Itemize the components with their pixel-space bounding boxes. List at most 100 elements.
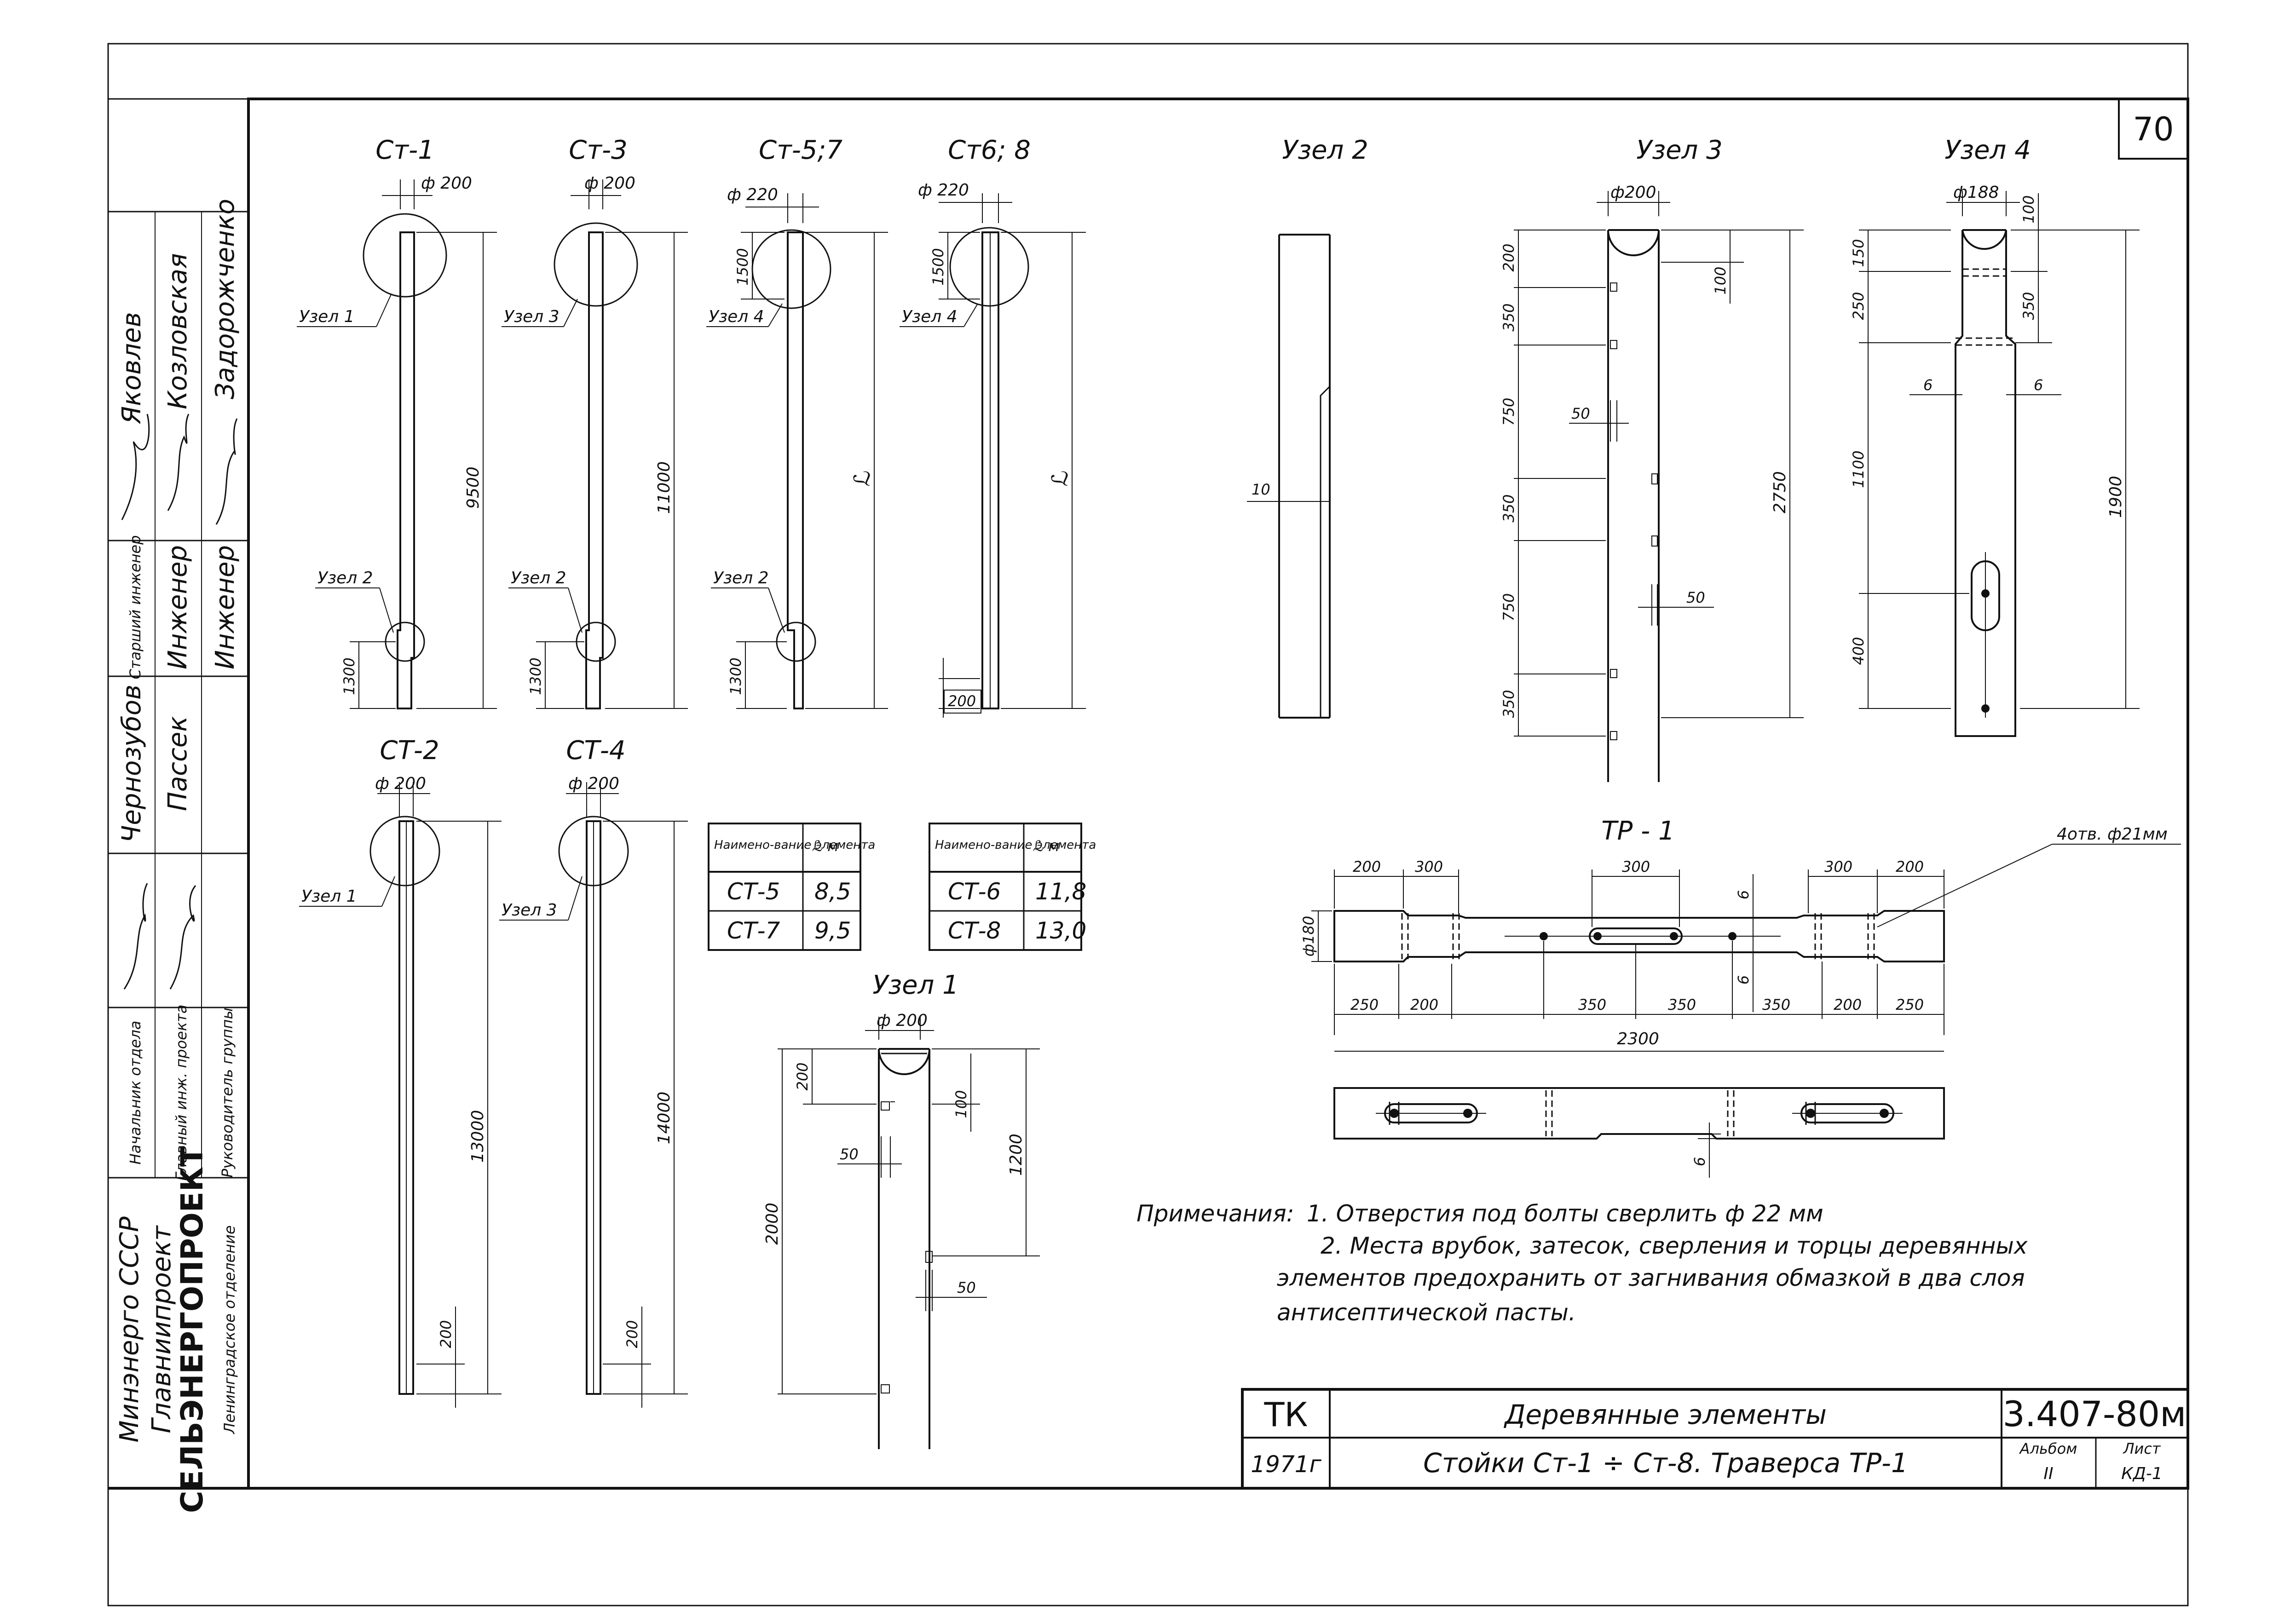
title-sub: Стойки Ст-1 ÷ Ст-8. Траверса ТР-1 <box>1423 1447 1908 1479</box>
traverse-bot-dim-200-l: 200 <box>1410 996 1438 1013</box>
node-1: Узел 1 ф 200 2000 200 100 1200 50 50 <box>763 970 1040 1449</box>
traverse-top-dim-300-r: 300 <box>1824 858 1852 875</box>
traverse-gap-top: 6 <box>1735 890 1752 899</box>
stamp-role-4: Начальник отдела <box>127 1021 144 1165</box>
node-4-dim-100: 100 <box>2020 195 2037 223</box>
node-4-title: Узел 4 <box>1944 135 2031 165</box>
traverse-bot-dim-250-r: 250 <box>1896 996 1924 1013</box>
pole-st6-8-length: ℒ <box>1047 471 1073 487</box>
title-code: ТК <box>1263 1395 1308 1434</box>
node-2-title: Узел 2 <box>1282 135 1368 165</box>
stamp-role-1: Старший инженер <box>127 535 144 679</box>
node-1-dim-50-a: 50 <box>840 1146 859 1163</box>
pole-st2-dia: ф 200 <box>375 774 426 793</box>
traverse-bot-dim-250-l: 250 <box>1350 996 1379 1013</box>
node-3-dim-750-b: 750 <box>1500 593 1517 621</box>
node-4-dia: ф188 <box>1953 183 1999 202</box>
node-2-dim: 10 <box>1252 481 1270 498</box>
traverse-title: ТР - 1 <box>1601 816 1674 846</box>
node-3-dia: ф200 <box>1610 183 1656 202</box>
node-3-dim-200: 200 <box>1500 243 1517 271</box>
pole-st1-length: 9500 <box>464 466 483 509</box>
table-2-row-2-name: СТ-8 <box>948 917 1001 944</box>
pole-st5-7-node-top: Узел 4 <box>709 307 764 326</box>
title-album-label: Альбом <box>2019 1440 2077 1457</box>
node-3-dim-50-b: 50 <box>1686 589 1705 606</box>
pole-st2: СТ-2 ф 200 Узел 1 13000 200 <box>299 736 502 1408</box>
sheet-number: 70 <box>2133 110 2174 148</box>
table-1-row-1-name: СТ-5 <box>727 878 780 905</box>
traverse-plan-gap: 6 <box>1691 1157 1708 1166</box>
traverse-top-dim-200-l: 200 <box>1353 858 1381 875</box>
stamp-role-6: Руководитель группы <box>219 1008 236 1177</box>
pole-st6-8-label: Ст6; 8 <box>948 135 1031 165</box>
stamp-name-3: Задорожченко <box>210 199 240 399</box>
length-table-1: Наимено-вание элемента ℒ м СТ-5 8,5 СТ-7… <box>708 823 875 951</box>
notes-line-2: 2. Места врубок, затесок, сверления и то… <box>1321 1232 2028 1259</box>
title-main: Деревянные элементы <box>1503 1399 1827 1430</box>
node-4-dim-1900: 1900 <box>2106 476 2125 518</box>
sheet-number-box <box>2118 98 2189 160</box>
node-1-dim-100: 100 <box>952 1090 970 1118</box>
node-1-dim-2000: 2000 <box>763 1203 782 1245</box>
traverse-front <box>1333 910 1945 962</box>
table-2-header-name: Наимено-вание элемента <box>935 838 1096 852</box>
pole-st3-length: 11000 <box>655 461 674 514</box>
notes-line-3: элементов предохранить от загнивания обм… <box>1277 1265 2025 1291</box>
pole-st2-label: СТ-2 <box>380 736 439 766</box>
traverse-tr1: ТР - 1 4отв. ф21мм 200 300 300 <box>1300 816 2181 1178</box>
pole-st6-8-bottom-dim: 200 <box>948 692 976 710</box>
table-1-header-length: ℒ м <box>812 837 838 855</box>
stamp-role-2: Инженер <box>163 545 193 669</box>
pole-st3-node-bottom: Узел 2 <box>511 569 566 587</box>
stamp-org-4: Ленинградское отделение <box>221 1225 238 1434</box>
table-1-row-2-name: СТ-7 <box>727 917 780 944</box>
pole-st3-dia: ф 200 <box>584 174 635 193</box>
signature-2 <box>167 414 190 511</box>
signature-4 <box>123 883 148 990</box>
node-3-dim-750-a: 750 <box>1500 397 1517 426</box>
title-year: 1971г <box>1251 1451 1321 1478</box>
node-3-dim-350-b: 350 <box>1500 494 1517 522</box>
traverse-bot-dim-200-r: 200 <box>1834 996 1862 1013</box>
node-4-dim-250: 250 <box>1850 292 1867 320</box>
pole-st4-bottom-dim: 200 <box>623 1320 641 1348</box>
node-1-title: Узел 1 <box>872 970 959 1000</box>
stamp-org-2: Главниипроект <box>147 1225 177 1433</box>
stamp-name-2: Козловская <box>163 253 193 409</box>
traverse-gap-bottom: 6 <box>1735 975 1752 984</box>
pole-st3-label: Ст-3 <box>569 135 628 165</box>
stamp-name-1: Яковлев <box>117 312 147 424</box>
traverse-total: 2300 <box>1617 1030 1659 1048</box>
node-3-dim-100: 100 <box>1712 266 1729 294</box>
pole-st6-8-dia: ф 220 <box>918 181 969 200</box>
traverse-top-dim-200-r: 200 <box>1896 858 1924 875</box>
pole-st5-7-dia: ф 220 <box>727 185 778 204</box>
node-1-dim-1200: 1200 <box>1007 1134 1026 1176</box>
signature-5 <box>169 885 196 990</box>
pole-st4-node-top: Узел 3 <box>502 901 557 920</box>
pole-st2-node-top: Узел 1 <box>301 887 357 906</box>
traverse-bot-dim-350-a: 350 <box>1578 996 1606 1013</box>
traverse-top-dim-300-l: 300 <box>1415 858 1443 875</box>
pole-st6-8: Ст6; 8 ф 220 1500 Узел 4 ℒ 200 <box>900 135 1086 718</box>
pole-st2-length: 13000 <box>468 1110 487 1163</box>
traverse-top-dim-300-c: 300 <box>1622 858 1650 875</box>
node-4-dim-6-b: 6 <box>2034 376 2043 394</box>
title-sheet-label: Лист <box>2123 1440 2161 1457</box>
pole-st3: Ст-3 ф 200 Узел 3 Узел 2 11000 1300 <box>502 135 688 709</box>
title-block: ТК 1971г Деревянные элементы Стойки Ст-1… <box>1241 1388 2189 1490</box>
pole-st6-8-top-dim: 1500 <box>929 248 947 285</box>
node-2: Узел 2 10 <box>1247 135 1368 719</box>
notes-label: Примечания: <box>1136 1200 1294 1227</box>
pole-st1-node-bottom: Узел 2 <box>317 569 373 587</box>
table-1-row-1-value: 8,5 <box>814 878 851 905</box>
notes-line-1: 1. Отверстия под болты сверлить ф 22 мм <box>1307 1200 1823 1227</box>
title-album: II <box>2043 1464 2053 1483</box>
pole-st1-label: Ст-1 <box>375 135 434 165</box>
pole-st5-7-node-bottom: Узел 2 <box>713 569 769 587</box>
traverse-hole-note: 4отв. ф21мм <box>2057 825 2168 844</box>
pole-st4-dia: ф 200 <box>568 774 619 793</box>
node-4-dim-150: 150 <box>1850 239 1867 267</box>
